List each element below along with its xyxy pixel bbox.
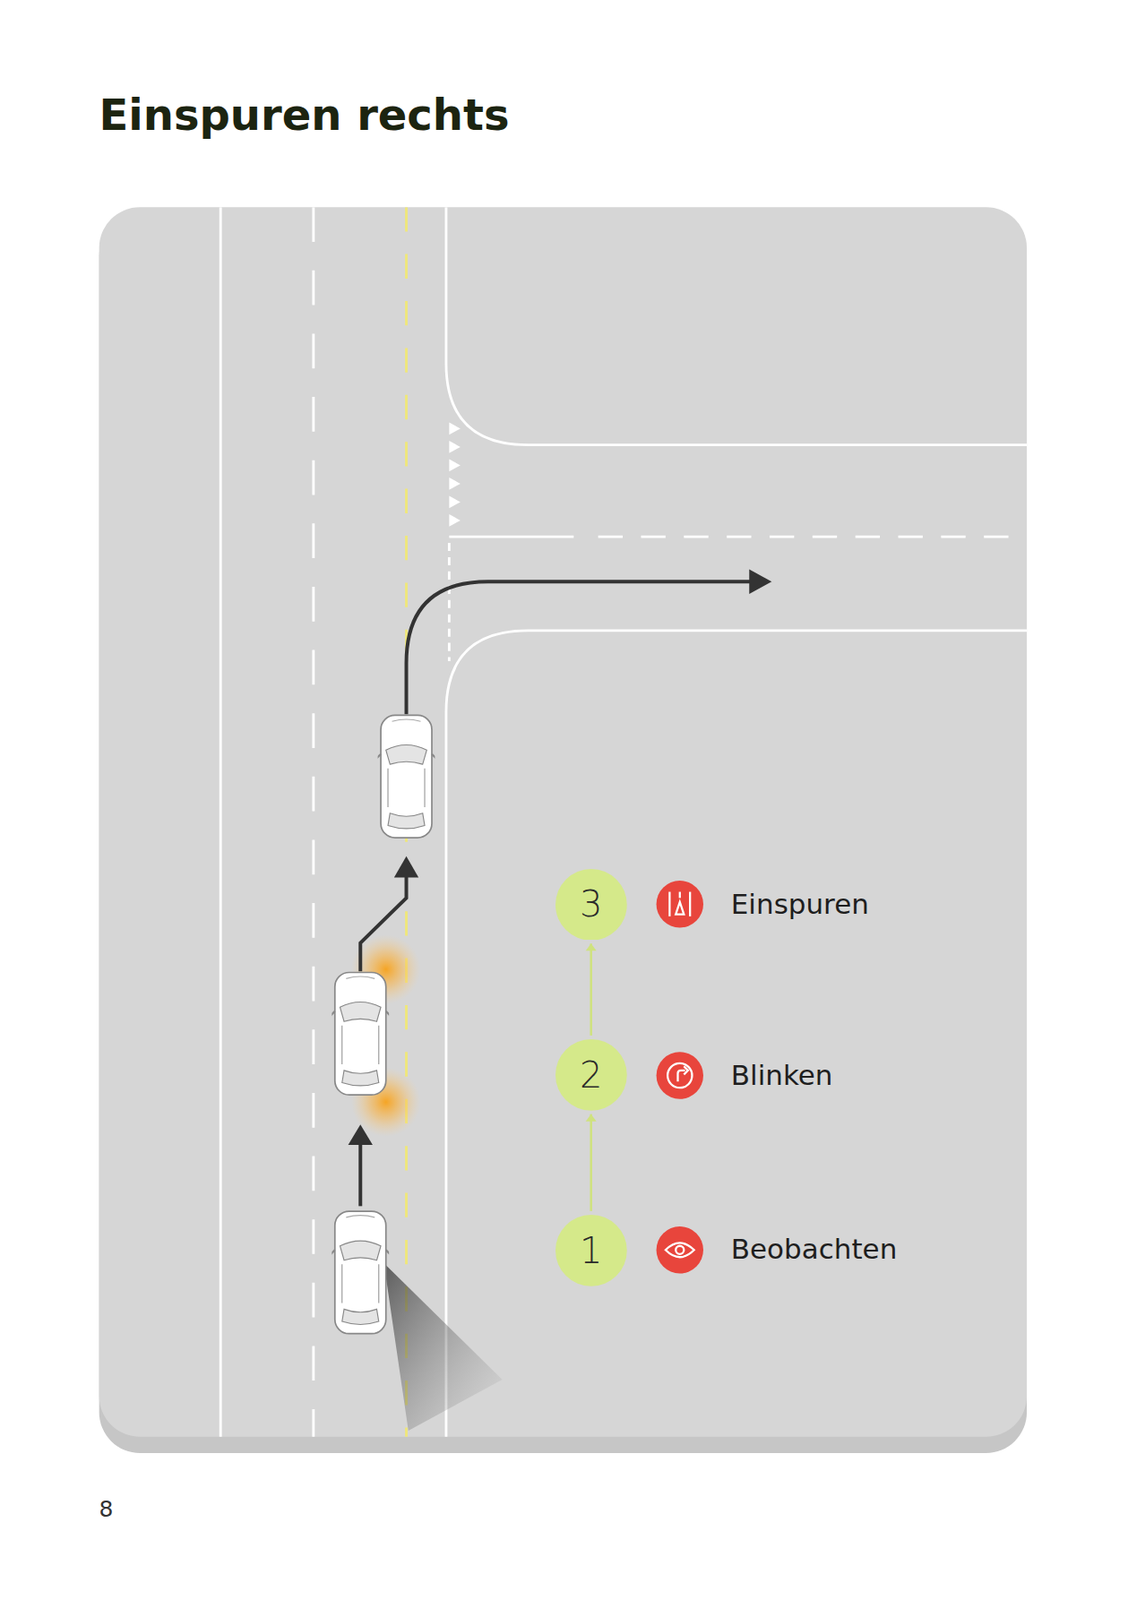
car-blinking	[330, 972, 390, 1095]
step-label: Beobachten	[731, 1232, 898, 1266]
step-circle: 1	[555, 1214, 628, 1287]
step-label: Einspuren	[731, 887, 870, 921]
step-circle: 2	[555, 1039, 628, 1111]
page-number: 8	[99, 1496, 114, 1523]
step-circle: 3	[555, 869, 628, 941]
page-title: Einspuren rechts	[99, 89, 510, 140]
lane-icon	[656, 880, 704, 928]
blinker-icon	[656, 1051, 704, 1099]
step-connector	[585, 943, 597, 1036]
car-observing	[330, 1211, 390, 1335]
car-merged	[376, 714, 436, 838]
step-number: 2	[555, 1039, 628, 1111]
eye-icon	[656, 1226, 704, 1274]
step-connector	[585, 1114, 597, 1212]
step-number: 1	[555, 1214, 628, 1287]
step-number: 3	[555, 869, 628, 941]
step-label: Blinken	[731, 1059, 834, 1092]
